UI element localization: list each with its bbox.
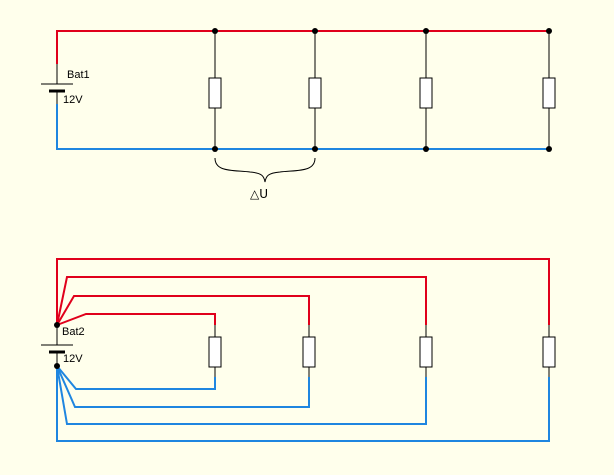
top-positive-bus bbox=[56, 30, 549, 64]
top-positive-wires bbox=[56, 30, 549, 64]
top-junction-dot bbox=[423, 28, 429, 34]
bottom-positive-wires bbox=[56, 258, 550, 326]
bottom-battery-voltage: 12V bbox=[63, 353, 83, 365]
top-junction-dot bbox=[546, 146, 552, 152]
bottom-negative-wires bbox=[56, 365, 550, 442]
top-junction-dot bbox=[312, 146, 318, 152]
bottom-positive-wire-4 bbox=[56, 258, 550, 325]
bottom-negative-wire-2 bbox=[56, 365, 310, 408]
top-junction-dot bbox=[423, 146, 429, 152]
bottom-positive-wire-2 bbox=[56, 295, 310, 326]
bottom-negative-wire-3 bbox=[56, 365, 427, 425]
circuit-top: Bat1 12V △U bbox=[41, 28, 556, 201]
voltage-drop-brace bbox=[214, 157, 316, 183]
bottom-resistor-1 bbox=[208, 336, 222, 368]
bottom-negative-wire-1 bbox=[56, 365, 216, 390]
bottom-positive-wire-3 bbox=[56, 276, 427, 326]
bottom-resistors bbox=[208, 336, 556, 368]
top-battery-voltage: 12V bbox=[63, 94, 83, 106]
bottom-resistor-2 bbox=[302, 336, 316, 368]
top-junctions bbox=[212, 28, 552, 152]
bottom-positive-wire-1 bbox=[56, 313, 216, 326]
top-junction-dot bbox=[212, 28, 218, 34]
top-battery-name: Bat1 bbox=[67, 69, 90, 81]
top-junction-dot bbox=[212, 146, 218, 152]
top-resistor-4 bbox=[542, 77, 556, 109]
bottom-positive-terminal-dot bbox=[54, 322, 60, 328]
bottom-resistor-3 bbox=[419, 336, 433, 368]
bottom-negative-wire-4 bbox=[56, 366, 550, 442]
bottom-battery-name: Bat2 bbox=[62, 326, 85, 338]
top-battery-symbol bbox=[41, 83, 73, 93]
bottom-negative-terminal-dot bbox=[54, 363, 60, 369]
voltage-drop-label: △U bbox=[250, 187, 268, 201]
top-resistor-3 bbox=[419, 77, 433, 109]
top-negative-bus bbox=[56, 104, 549, 150]
circuit-bottom: Bat2 12V bbox=[41, 258, 556, 442]
top-black-wires bbox=[56, 31, 550, 149]
bottom-resistor-4 bbox=[542, 336, 556, 368]
bottom-junctions bbox=[54, 322, 60, 369]
top-resistor-1 bbox=[208, 77, 222, 109]
top-junction-dot bbox=[546, 28, 552, 34]
top-junction-dot bbox=[312, 28, 318, 34]
bottom-battery-symbol bbox=[41, 344, 73, 354]
top-resistors bbox=[208, 77, 556, 109]
top-resistor-2 bbox=[308, 77, 322, 109]
